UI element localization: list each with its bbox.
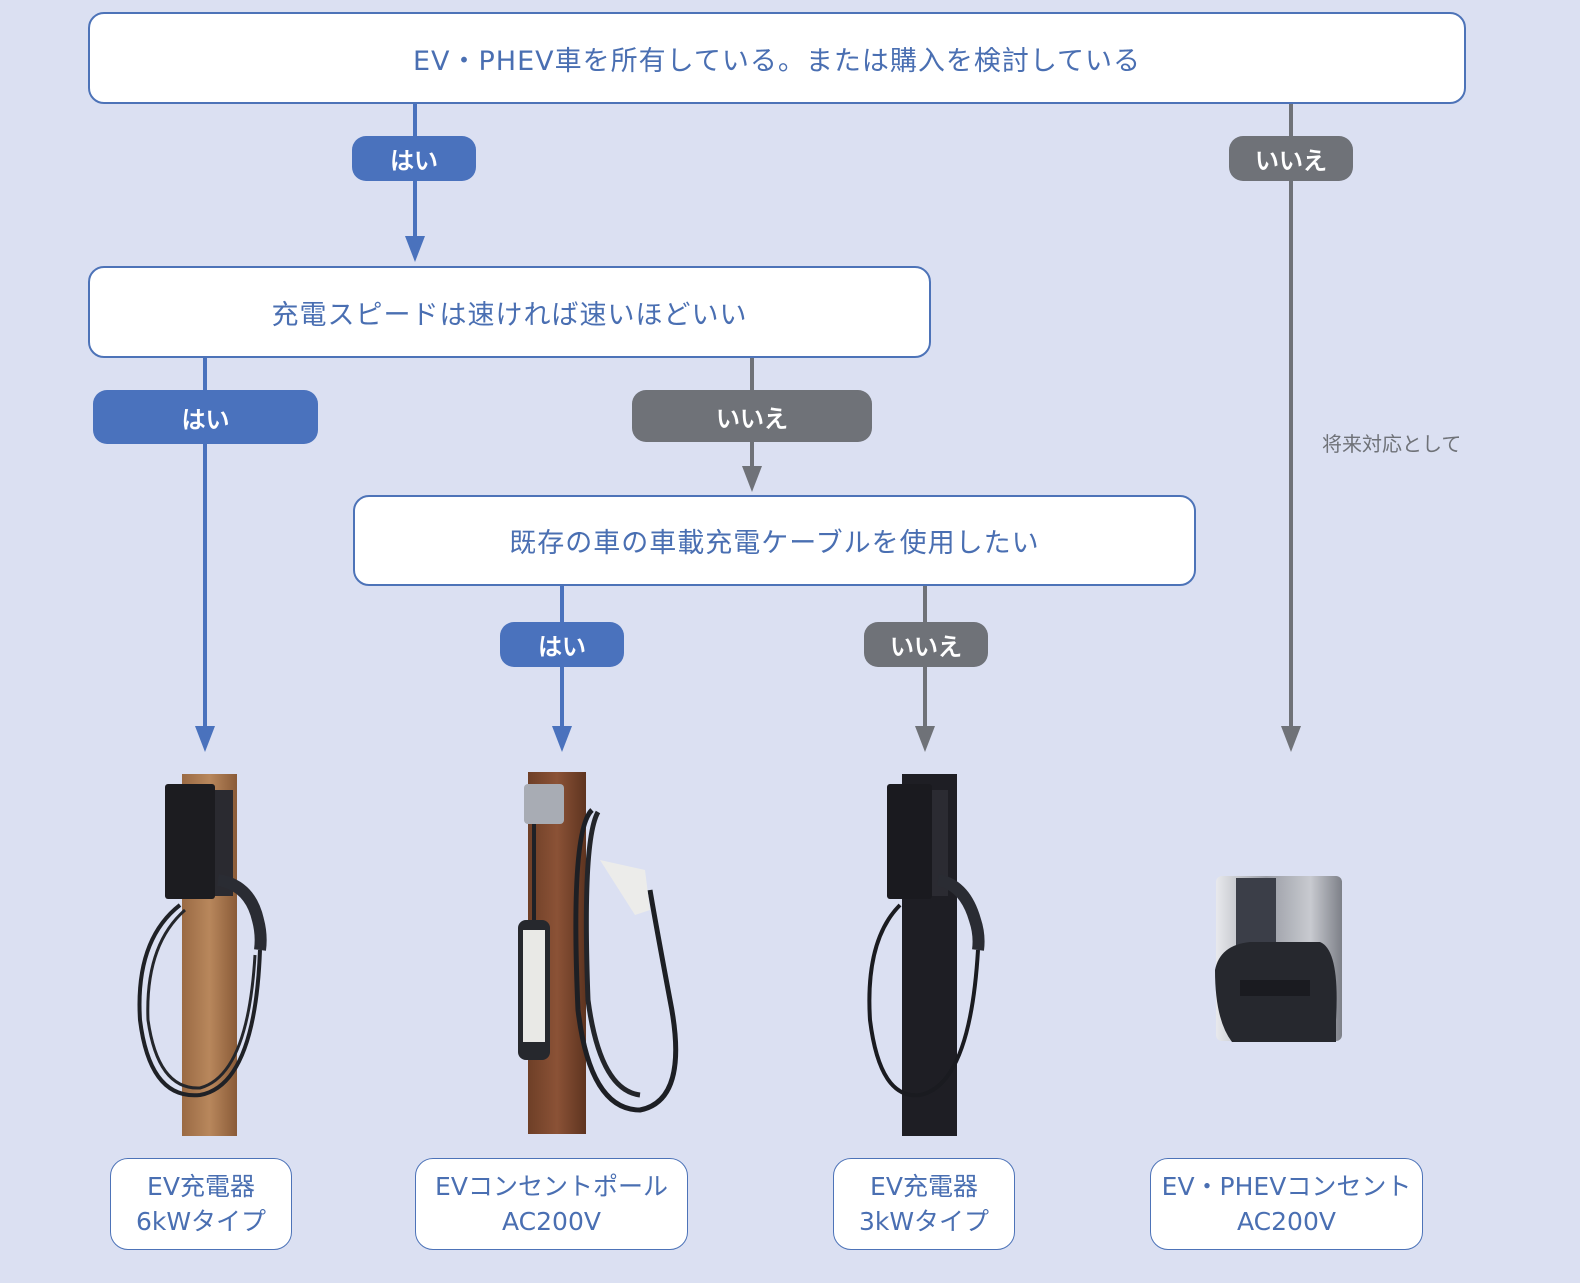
product-name: EV充電器 <box>147 1172 255 1201</box>
answer-no-badge: いいえ <box>632 390 872 442</box>
product-label-ev-phev-outlet[interactable]: EV・PHEVコンセント AC200V <box>1150 1158 1423 1250</box>
product-label-ev-outlet-pole[interactable]: EVコンセントポール AC200V <box>415 1158 688 1250</box>
question-box-cable: 既存の車の車載充電ケーブルを使用したい <box>353 495 1196 586</box>
arrow-down-icon <box>742 466 762 492</box>
question-text: 充電スピードは速ければ速いほどいい <box>271 299 748 331</box>
product-name: EV・PHEVコンセント <box>1161 1172 1412 1201</box>
answer-label: いいえ <box>716 404 788 433</box>
product-spec: AC200V <box>1237 1207 1336 1236</box>
answer-yes-badge: はい <box>500 622 624 667</box>
question-text: EV・PHEV車を所有している。または購入を検討している <box>412 45 1142 77</box>
ev-charger-6kw-image <box>137 774 267 1136</box>
connector-line <box>1289 104 1293 728</box>
arrow-down-icon <box>405 236 425 262</box>
product-spec: 6kWタイプ <box>135 1207 267 1236</box>
answer-no-badge: いいえ <box>1229 136 1353 181</box>
ev-charger-3kw-image <box>867 774 985 1136</box>
product-name: EVコンセントポール <box>435 1172 668 1201</box>
product-label-ev-charger-3kw[interactable]: EV充電器 3kWタイプ <box>833 1158 1015 1250</box>
product-spec: 3kWタイプ <box>858 1207 990 1236</box>
product-label-ev-charger-6kw[interactable]: EV充電器 6kWタイプ <box>110 1158 292 1250</box>
arrow-down-icon <box>1281 726 1301 752</box>
arrow-down-icon <box>552 726 572 752</box>
ev-phev-outlet-image <box>1215 876 1342 1042</box>
answer-label: いいえ <box>1255 147 1327 175</box>
answer-no-badge: いいえ <box>864 622 988 667</box>
product-spec: AC200V <box>502 1207 601 1236</box>
arrow-down-icon <box>195 726 215 752</box>
answer-yes-badge: はい <box>352 136 476 181</box>
answer-label: はい <box>390 147 438 175</box>
ev-outlet-pole-image <box>518 772 679 1134</box>
answer-label: はい <box>538 633 586 661</box>
question-box-speed: 充電スピードは速ければ速いほどいい <box>88 266 931 358</box>
future-note: 将来対応として <box>1322 432 1462 456</box>
connector-line <box>203 358 207 728</box>
answer-label: はい <box>181 405 230 434</box>
product-name: EV充電器 <box>870 1172 978 1201</box>
question-text: 既存の車の車載充電ケーブルを使用したい <box>509 528 1040 559</box>
answer-label: いいえ <box>890 633 962 661</box>
answer-yes-badge: はい <box>93 390 318 444</box>
question-box-ownership: EV・PHEV車を所有している。または購入を検討している <box>88 12 1466 104</box>
arrow-down-icon <box>915 726 935 752</box>
